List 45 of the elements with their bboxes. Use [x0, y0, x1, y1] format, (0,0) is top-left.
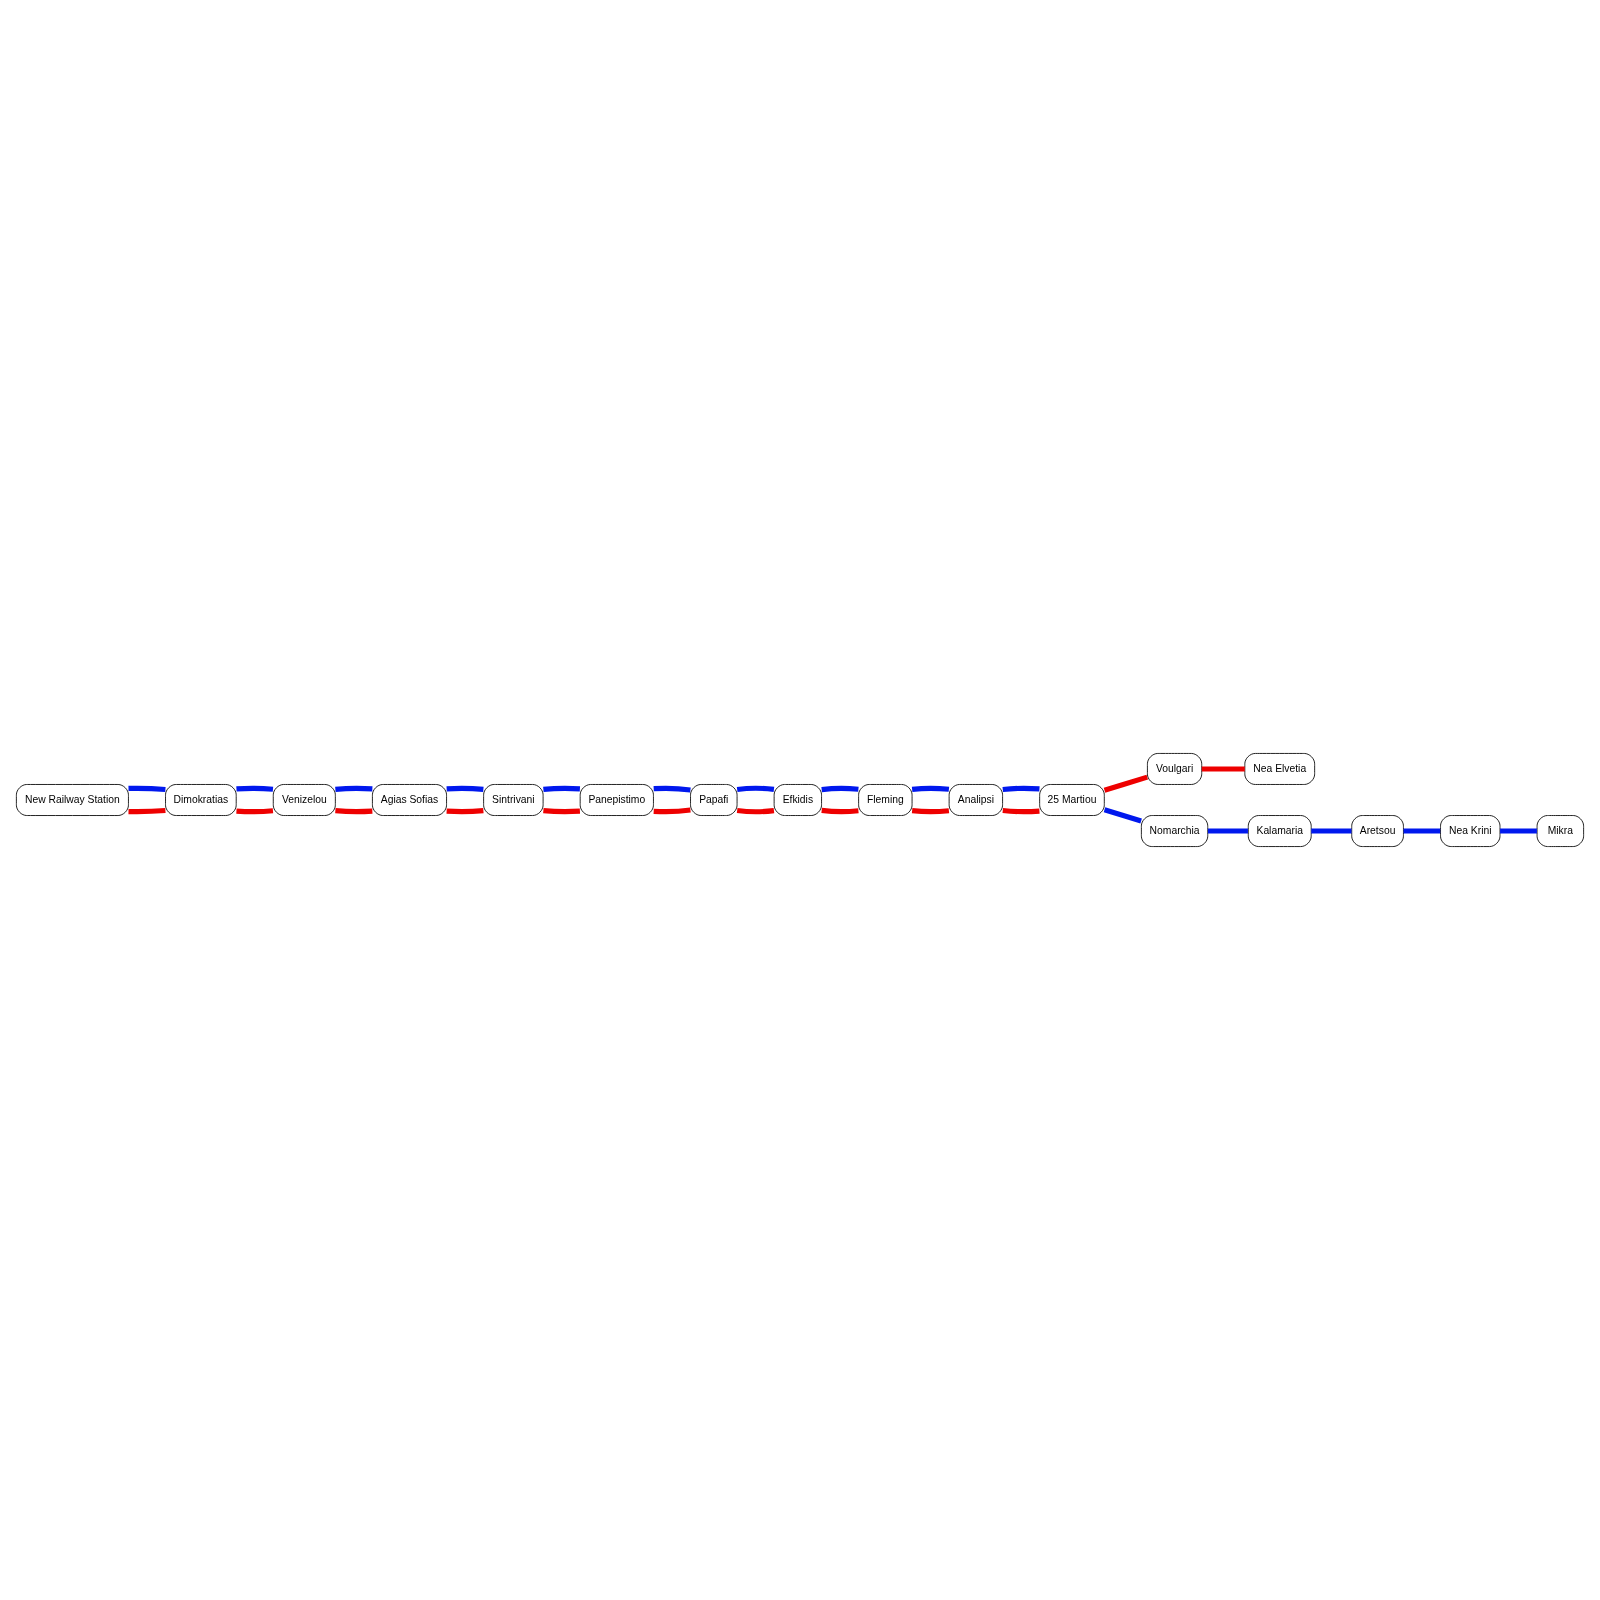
node-box: Voulgari — [1147, 753, 1203, 785]
connector — [1103, 774, 1149, 793]
node-box: Dimokratias — [165, 784, 237, 816]
connector — [446, 785, 484, 792]
connector — [236, 785, 274, 792]
connector — [1403, 828, 1441, 834]
node-box: Kalamaria — [1247, 815, 1312, 847]
connector — [543, 808, 581, 815]
node-box: Aretsou — [1351, 815, 1404, 847]
connector — [236, 808, 274, 815]
connector — [821, 785, 859, 793]
node-box: Panepistimo — [579, 784, 654, 816]
node-box: Venizelou — [272, 784, 336, 816]
node-box: Nomarchia — [1140, 815, 1209, 847]
connector — [653, 807, 691, 815]
connector — [128, 807, 166, 815]
node-box: Agias Sofias — [372, 784, 447, 816]
connector — [1002, 785, 1040, 793]
connector — [1201, 766, 1245, 772]
connector — [1103, 807, 1142, 824]
connector — [911, 808, 950, 815]
node-box: Papafi — [690, 784, 738, 816]
connector — [543, 785, 581, 792]
connector — [1002, 807, 1040, 815]
node-box: Mikra — [1536, 815, 1585, 847]
connector — [446, 808, 484, 815]
connector — [736, 785, 775, 793]
node-box: Nea Elvetia — [1244, 753, 1316, 785]
node-box: Nea Krini — [1440, 815, 1501, 847]
connector — [1207, 828, 1248, 834]
node-box: Efkidis — [773, 784, 822, 816]
connector — [653, 785, 691, 793]
node-box: New Railway Station — [15, 784, 129, 816]
connector — [736, 807, 775, 815]
node-box: Sintrivani — [483, 784, 544, 816]
connector — [1500, 828, 1537, 834]
node-box: 25 Martiou — [1039, 784, 1105, 816]
node-box: Fleming — [858, 784, 913, 816]
connector — [821, 807, 859, 815]
connector — [335, 785, 373, 792]
connector — [1311, 828, 1352, 834]
connector — [911, 785, 950, 792]
connector — [128, 785, 166, 793]
node-box: Analipsi — [948, 784, 1003, 816]
connector — [335, 808, 373, 815]
